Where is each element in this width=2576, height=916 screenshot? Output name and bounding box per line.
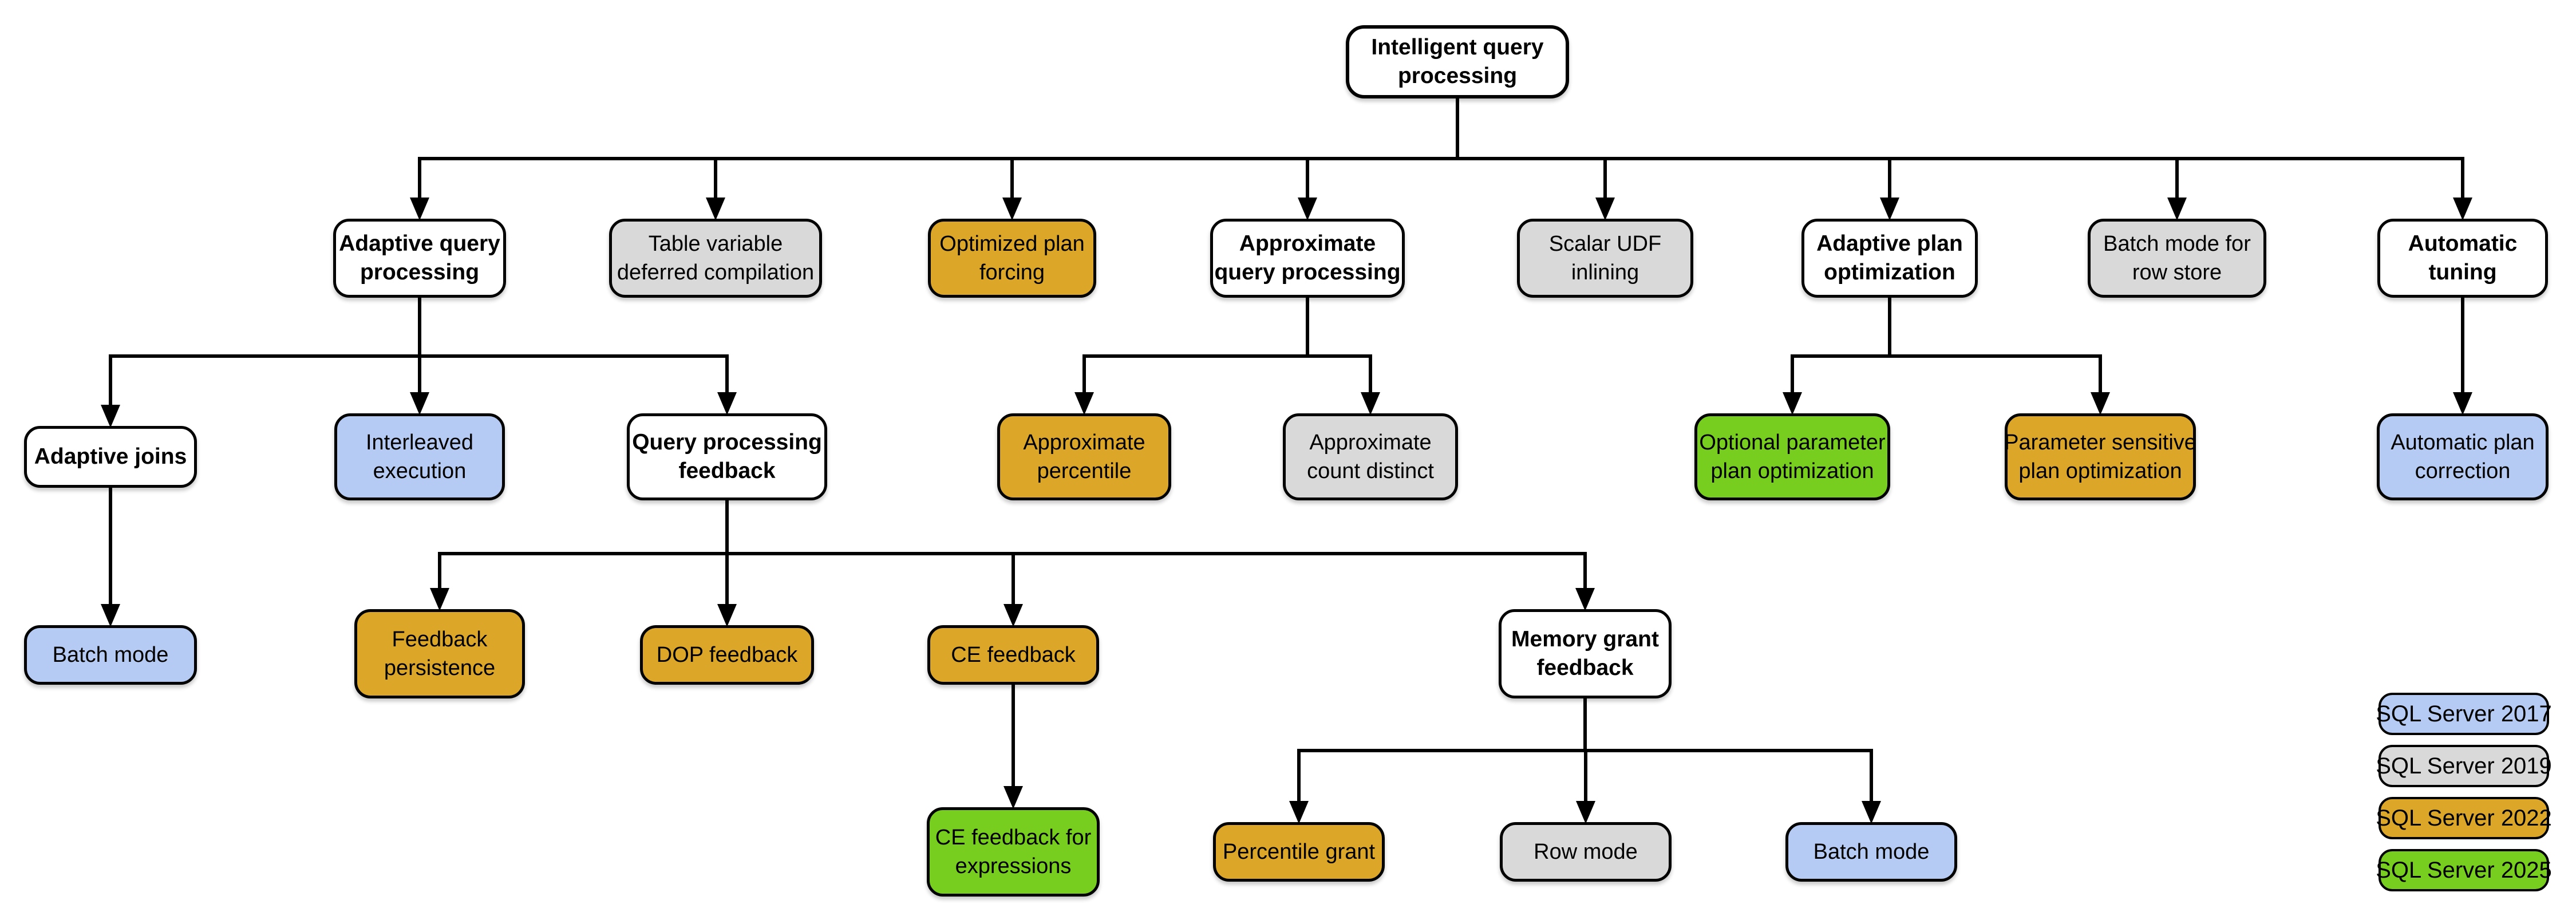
node-scalar-udf-inlining: Scalar UDF inlining — [1517, 219, 1693, 298]
edge-adaptive-plan-optimization-to-parameter-sensitive-plan-optimization-arrowhead — [2091, 392, 2110, 415]
node-automatic-plan-correction: Automatic plan correction — [2377, 413, 2549, 500]
node-ce-feedback: CE feedback — [927, 625, 1099, 685]
edge-memory-grant-feedback-to-batch-mode-memory-grant-arrowhead — [1862, 801, 1881, 824]
node-row-mode: Row mode — [1500, 822, 1672, 882]
legend-item-sql-server-2019: SQL Server 2019 — [2376, 745, 2552, 787]
edge-query-processing-feedback-to-dop-feedback-arrowhead — [717, 604, 737, 627]
edge-adaptive-query-processing-to-adaptive-joins-arrowhead — [101, 405, 120, 428]
legend-item-sql-server-2025: SQL Server 2025 — [2376, 849, 2552, 891]
legend-item-sql-server-2017: SQL Server 2017 — [2376, 693, 2552, 735]
edge-intelligent-query-processing-to-approximate-query-processing-arrowhead — [1298, 198, 1317, 220]
edge-adaptive-joins-to-batch-mode-adaptive-joins-arrowhead — [101, 604, 120, 627]
node-parameter-sensitive-plan-optimization: Parameter sensitive plan optimization — [2004, 413, 2196, 500]
node-approximate-query-processing: Approximate query processing — [1210, 219, 1405, 298]
node-approximate-count-distinct: Approximate count distinct — [1283, 413, 1458, 500]
edge-query-processing-feedback-to-ce-feedback-arrowhead — [1003, 604, 1023, 627]
edge-adaptive-plan-optimization-to-optional-parameter-plan-optimization-arrowhead — [1783, 392, 1802, 415]
node-batch-mode-memory-grant: Batch mode — [1785, 822, 1957, 882]
node-adaptive-plan-optimization: Adaptive plan optimization — [1801, 219, 1978, 298]
edge-approximate-query-processing-to-approximate-percentile-arrowhead — [1074, 392, 1094, 415]
node-table-variable-deferred-compilation: Table variable deferred compilation — [609, 219, 822, 298]
node-memory-grant-feedback: Memory grant feedback — [1499, 609, 1672, 698]
node-interleaved-execution: Interleaved execution — [334, 413, 505, 500]
edge-automatic-tuning-to-automatic-plan-correction-arrowhead — [2453, 392, 2472, 415]
node-batch-mode-for-row-store: Batch mode for row store — [2088, 219, 2266, 298]
node-optimized-plan-forcing: Optimized plan forcing — [928, 219, 1096, 298]
edge-intelligent-query-processing-to-automatic-tuning-arrowhead — [2453, 198, 2472, 220]
edge-intelligent-query-processing-to-adaptive-query-processing-arrowhead — [410, 198, 429, 220]
edge-intelligent-query-processing-to-batch-mode-for-row-store-arrowhead — [2167, 198, 2187, 220]
node-intelligent-query-processing: Intelligent query processing — [1346, 25, 1569, 98]
edge-memory-grant-feedback-to-percentile-grant-arrowhead — [1289, 801, 1309, 824]
legend-item-sql-server-2022: SQL Server 2022 — [2376, 797, 2552, 839]
node-automatic-tuning: Automatic tuning — [2377, 219, 2548, 298]
node-feedback-persistence: Feedback persistence — [354, 609, 525, 698]
node-ce-feedback-for-expressions: CE feedback for expressions — [927, 807, 1100, 897]
edge-adaptive-query-processing-to-query-processing-feedback-arrowhead — [717, 392, 737, 415]
edge-approximate-query-processing-to-approximate-count-distinct-arrowhead — [1361, 392, 1380, 415]
edge-memory-grant-feedback-to-row-mode-arrowhead — [1576, 801, 1595, 824]
edge-intelligent-query-processing-to-adaptive-plan-optimization-arrowhead — [1880, 198, 1899, 220]
edge-adaptive-query-processing-to-interleaved-execution-arrowhead — [410, 392, 429, 415]
node-dop-feedback: DOP feedback — [640, 625, 814, 685]
edge-intelligent-query-processing-to-optimized-plan-forcing-arrowhead — [1002, 198, 1022, 220]
edge-intelligent-query-processing-to-table-variable-deferred-compilation-arrowhead — [706, 198, 725, 220]
node-adaptive-query-processing: Adaptive query processing — [333, 219, 506, 298]
edge-intelligent-query-processing-to-scalar-udf-inlining-arrowhead — [1595, 198, 1615, 220]
node-percentile-grant: Percentile grant — [1213, 822, 1385, 882]
node-optional-parameter-plan-optimization: Optional parameter plan optimization — [1694, 413, 1890, 500]
edge-ce-feedback-to-ce-feedback-for-expressions-arrowhead — [1003, 786, 1023, 809]
edge-query-processing-feedback-to-memory-grant-feedback-arrowhead — [1575, 588, 1595, 611]
node-query-processing-feedback: Query processing feedback — [627, 413, 827, 500]
node-adaptive-joins: Adaptive joins — [24, 426, 197, 488]
node-batch-mode-adaptive-joins: Batch mode — [24, 625, 197, 685]
node-approximate-percentile: Approximate percentile — [997, 413, 1171, 500]
edge-query-processing-feedback-to-feedback-persistence-arrowhead — [430, 588, 449, 611]
